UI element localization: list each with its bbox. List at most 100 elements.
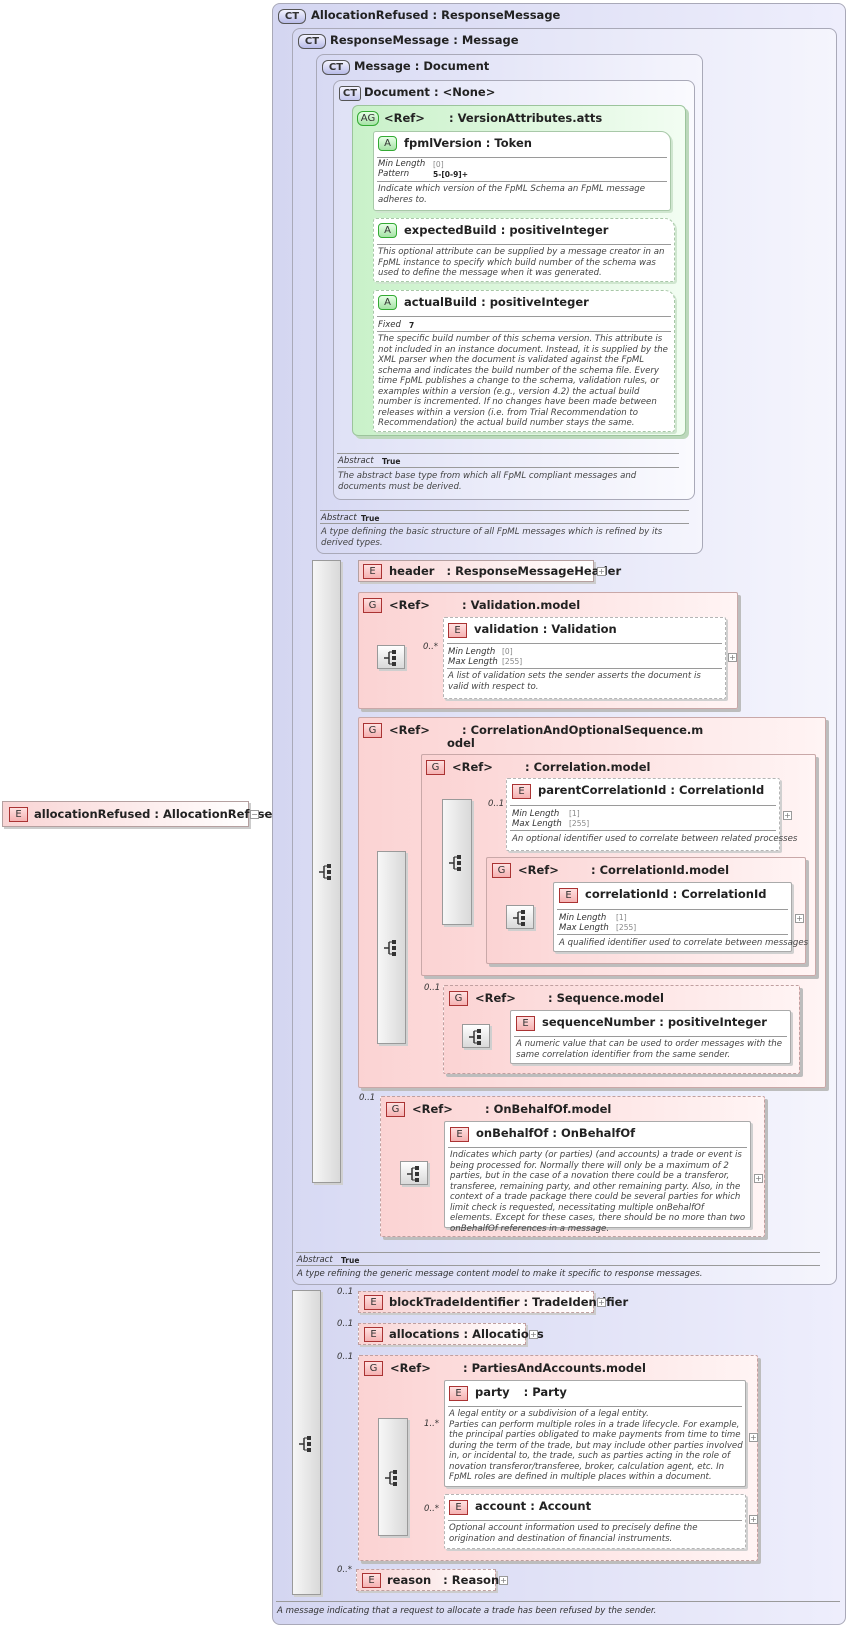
facet-value: 5-[0-9]+: [433, 170, 469, 179]
multiplicity-label: 0..1: [424, 983, 441, 993]
separator: [557, 909, 788, 910]
element-title: account : Account: [475, 1499, 592, 1513]
separator: [377, 181, 667, 182]
complex-type-title: ResponseMessage : Message: [330, 33, 519, 47]
expand-toggle-icon[interactable]: +: [795, 914, 804, 923]
multiplicity-label: 0..*: [424, 1504, 440, 1514]
element-badge: E: [516, 1016, 535, 1031]
sequence-compositor-icon[interactable]: [462, 1024, 490, 1048]
separator: [276, 1601, 840, 1602]
facet-value: [255]: [616, 923, 637, 932]
facet-label: Max Length: [448, 657, 498, 667]
element-reason[interactable]: E reason: Reason +: [356, 1569, 508, 1591]
group-title-wrap: odel: [447, 736, 475, 750]
attribute-actualBuild[interactable]: A actualBuild : positiveInteger Fixed 7 …: [373, 290, 675, 432]
facet-label: Min Length: [512, 809, 560, 819]
sequence-compositor[interactable]: [442, 799, 472, 925]
multiplicity-label: 0..1: [359, 1093, 376, 1103]
expand-toggle-icon[interactable]: +: [749, 1515, 758, 1524]
separator: [377, 244, 671, 245]
element-description: A legal entity or a subdivision of a leg…: [449, 1409, 743, 1482]
facet-value: 7: [409, 321, 415, 330]
attribute-badge: A: [378, 295, 397, 310]
element-description: A list of validation sets the sender ass…: [448, 671, 701, 692]
separator: [377, 157, 667, 158]
abstract-label: Abstract: [297, 1255, 333, 1265]
element-header[interactable]: E header: ResponseMessageHeader +: [358, 560, 621, 582]
separator: [448, 1520, 742, 1521]
element-account[interactable]: E account : Account Optional account inf…: [444, 1494, 758, 1549]
sequence-compositor-icon[interactable]: [400, 1161, 428, 1185]
element-title: allocations : Allocations: [389, 1327, 544, 1341]
facet-value: [255]: [502, 657, 523, 666]
group-title: <Ref>: OnBehalfOf.model: [412, 1102, 612, 1116]
expand-toggle-icon[interactable]: +: [728, 653, 737, 662]
attribute-fpmlVersion[interactable]: A fpmlVersion : Token Min Length [0] Pat…: [373, 131, 671, 211]
attribute-group-badge: AG: [357, 111, 379, 126]
attribute-title: actualBuild : positiveInteger: [404, 295, 589, 309]
expand-toggle-icon[interactable]: +: [529, 1330, 538, 1339]
attribute-group-title: <Ref>: VersionAttributes.atts: [384, 111, 603, 125]
element-description: Optional account information used to pre…: [449, 1523, 698, 1544]
attribute-expectedBuild[interactable]: A expectedBuild : positiveInteger This o…: [373, 218, 675, 282]
group-badge: G: [363, 598, 382, 613]
expand-toggle-icon[interactable]: +: [749, 1433, 758, 1442]
facet-label: Min Length: [378, 159, 426, 169]
complex-type-badge: CT: [278, 9, 306, 24]
group-title: <Ref>: Correlation.model: [452, 760, 651, 774]
element-badge: E: [559, 888, 578, 903]
complex-type-badge: CT: [322, 60, 350, 75]
separator: [448, 1147, 747, 1148]
type-description: A type defining the basic structure of a…: [321, 527, 663, 548]
collapse-toggle-icon[interactable]: −: [250, 810, 259, 819]
element-badge: E: [448, 623, 467, 638]
expand-toggle-icon[interactable]: +: [597, 567, 606, 576]
abstract-value: True: [361, 514, 380, 523]
group-title: <Ref>: CorrelationAndOptionalSequence.m: [389, 723, 704, 737]
element-badge: E: [362, 1573, 381, 1588]
facet-value: [255]: [569, 819, 590, 828]
expand-toggle-icon[interactable]: +: [754, 1174, 763, 1183]
attribute-description: The specific build number of this schema…: [378, 334, 668, 428]
element-parentCorrelationId[interactable]: E parentCorrelationId : CorrelationId Mi…: [506, 778, 797, 851]
element-title: validation : Validation: [474, 622, 617, 636]
element-allocations[interactable]: E allocations : Allocations +: [358, 1323, 544, 1345]
root-element-name: allocationRefused : AllocationRefused: [34, 807, 281, 821]
group-badge: G: [386, 1102, 405, 1117]
multiplicity-label: 0..1: [337, 1287, 354, 1297]
element-correlationId[interactable]: E correlationId : CorrelationId Min Leng…: [553, 882, 809, 952]
multiplicity-label: 0..1: [488, 799, 505, 809]
sequence-compositor[interactable]: [378, 1418, 408, 1536]
element-sequenceNumber[interactable]: E sequenceNumber : positiveInteger A num…: [510, 1010, 791, 1064]
element-validation[interactable]: E validation : Validation Min Length [0]…: [443, 617, 737, 699]
sequence-compositor[interactable]: [292, 1290, 321, 1595]
separator: [514, 1036, 787, 1037]
connector: [249, 814, 283, 815]
root-element-allocationRefused[interactable]: E allocationRefused : AllocationRefused …: [2, 801, 281, 827]
facet-value: [1]: [616, 913, 627, 922]
element-description: A qualified identifier used to correlate…: [559, 938, 809, 948]
facet-label: Max Length: [512, 819, 562, 829]
abstract-value: True: [341, 1256, 360, 1265]
sequence-compositor-icon[interactable]: [506, 905, 534, 929]
abstract-label: Abstract: [338, 456, 374, 466]
sequence-compositor[interactable]: [377, 851, 406, 1044]
complex-type-title: Document : <None>: [364, 85, 496, 99]
element-party[interactable]: E party: Party A legal entity or a subdi…: [444, 1380, 758, 1487]
expand-toggle-icon[interactable]: +: [597, 1298, 606, 1307]
group-title: <Ref>: Sequence.model: [475, 991, 664, 1005]
facet-label: Min Length: [448, 647, 496, 657]
element-onBehalfOf[interactable]: E onBehalfOf : OnBehalfOf Indicates whic…: [444, 1121, 763, 1234]
separator: [337, 467, 679, 468]
multiplicity-label: 0..*: [337, 1565, 353, 1575]
element-badge: E: [449, 1500, 468, 1515]
sequence-compositor-icon[interactable]: [377, 645, 405, 669]
facet-value: [1]: [569, 809, 580, 818]
attribute-badge: A: [378, 136, 397, 151]
element-blockTradeIdentifier[interactable]: E blockTradeIdentifier : TradeIdentifier…: [358, 1291, 628, 1313]
sequence-compositor[interactable]: [312, 560, 341, 1183]
expand-toggle-icon[interactable]: +: [499, 1576, 508, 1585]
abstract-label: Abstract: [321, 513, 357, 523]
separator: [320, 510, 689, 511]
expand-toggle-icon[interactable]: +: [783, 811, 792, 820]
